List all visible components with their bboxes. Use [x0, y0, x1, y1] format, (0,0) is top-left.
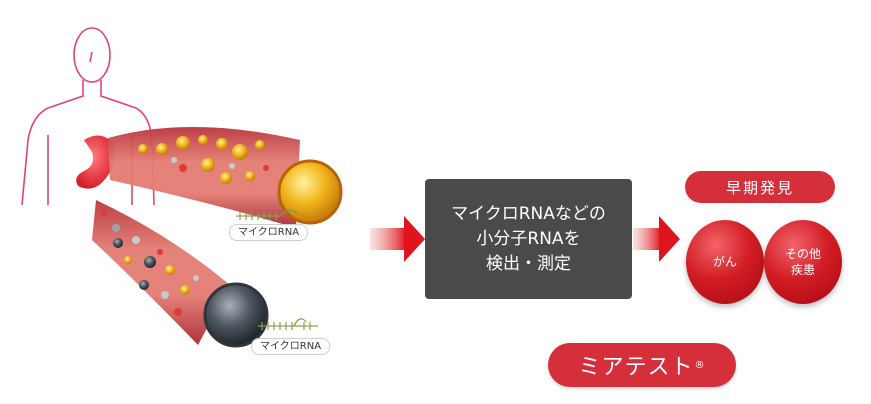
- process-box: マイクロRNAなどの 小分子RNAを 検出・測定: [425, 179, 632, 299]
- rna-strand-icon: [236, 209, 299, 220]
- early-detection-badge: 早期発見: [685, 171, 835, 203]
- arrow-right-icon: [370, 216, 425, 262]
- blood-vessel-lower: [92, 200, 230, 345]
- process-line-1: マイクロRNAなどの: [451, 203, 606, 224]
- blood-vessel-upper: [108, 126, 300, 228]
- miatest-brand-badge: ミアテスト®: [548, 343, 736, 387]
- disease-cancer: がん: [686, 220, 764, 304]
- disease-cancer-label: がん: [712, 255, 737, 269]
- exosome-grey-icon: [203, 282, 269, 348]
- registered-mark: ®: [694, 359, 706, 371]
- process-line-2: 小分子RNAを: [476, 228, 581, 249]
- mirna-label-top: マイクロRNA: [229, 224, 309, 241]
- exosome-gold-icon: [277, 159, 343, 225]
- mirna-label-bottom: マイクロRNA: [251, 338, 331, 355]
- disease-other-label-2: 疾患: [790, 263, 815, 277]
- blood-particles-upper: [138, 135, 269, 184]
- brand-name: ミアテスト: [578, 355, 694, 380]
- blood-particles-lower: [101, 210, 199, 316]
- rna-strand-icon: [258, 318, 318, 330]
- disease-other: その他 疾患: [764, 220, 842, 304]
- arrow-right-icon: [633, 216, 680, 262]
- stomach-icon: [76, 135, 115, 189]
- early-detection-label: 早期発見: [725, 178, 794, 197]
- process-line-3: 検出・測定: [486, 253, 571, 274]
- disease-other-label-1: その他: [784, 247, 821, 261]
